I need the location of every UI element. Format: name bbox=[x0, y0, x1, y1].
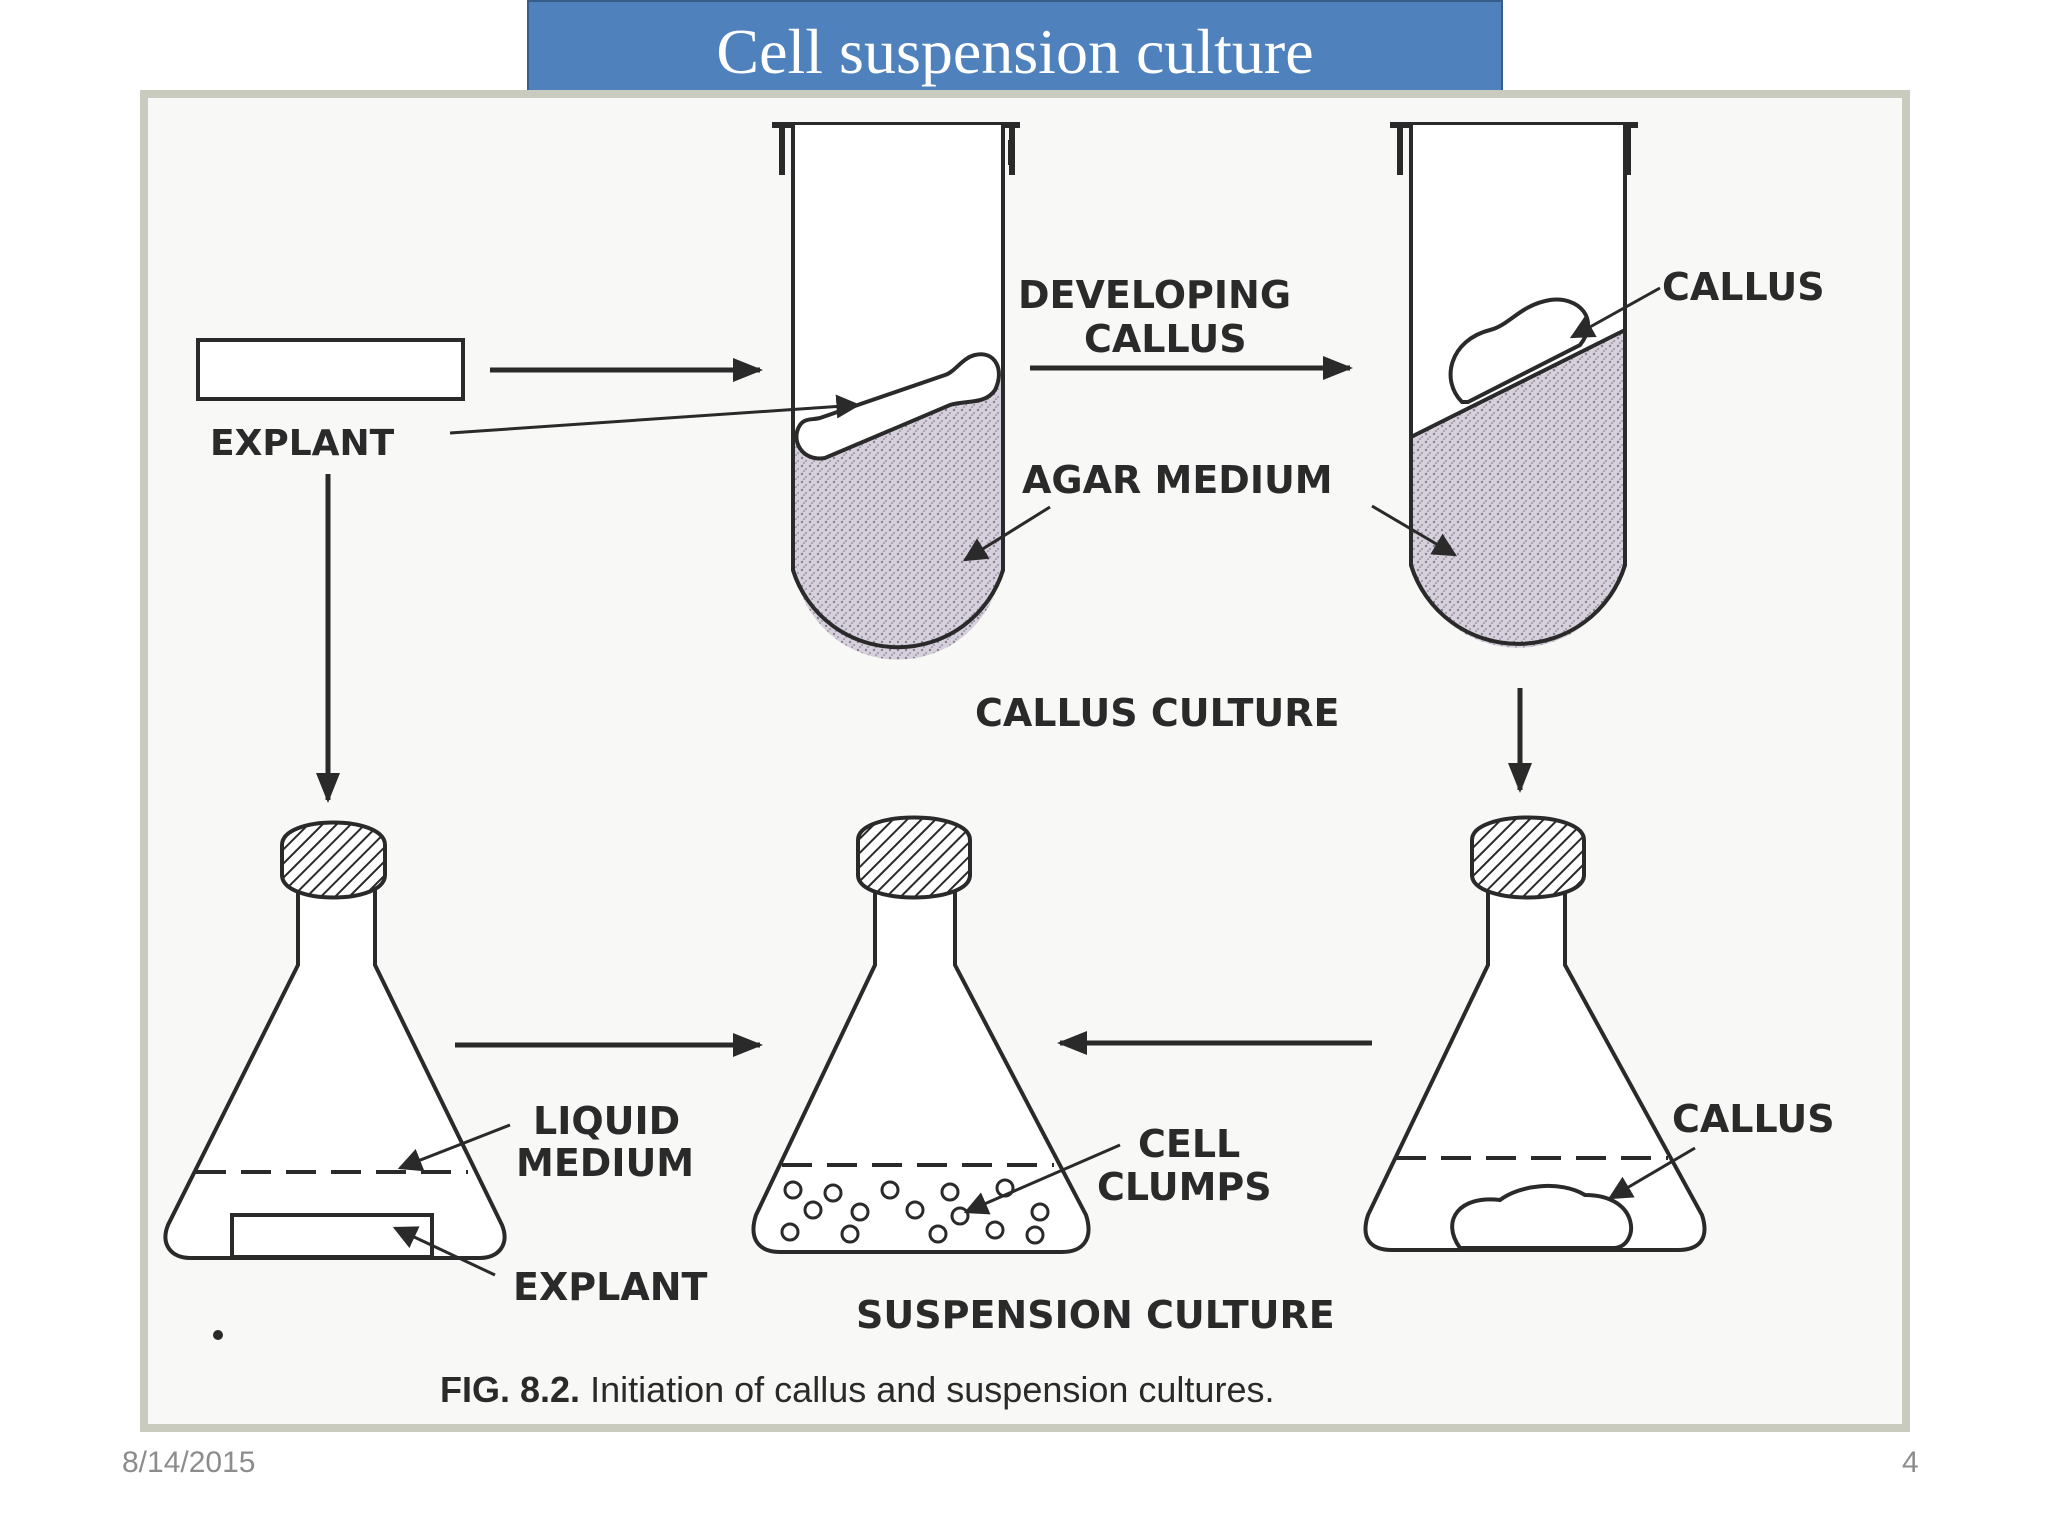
pointer-liquid-medium bbox=[397, 1123, 511, 1172]
pointer-explant-bottom bbox=[392, 1226, 496, 1277]
label-liquid: LIQUID bbox=[533, 1099, 680, 1143]
pointer-agar-2 bbox=[1371, 504, 1458, 557]
speck bbox=[213, 1330, 223, 1340]
label-callus-culture: CALLUS CULTURE bbox=[975, 691, 1340, 735]
pointer-agar-1 bbox=[962, 505, 1051, 562]
label-agar-medium: AGAR MEDIUM bbox=[1022, 458, 1333, 502]
slide-date: 8/14/2015 bbox=[122, 1446, 256, 1479]
flask-3 bbox=[1363, 815, 1707, 1252]
label-callus-top: CALLUS bbox=[1662, 265, 1825, 309]
label-cell: CELL bbox=[1138, 1122, 1240, 1166]
label-cell-clumps: CLUMPS bbox=[1097, 1165, 1272, 1209]
slide-title: Cell suspension culture bbox=[716, 16, 1314, 87]
developing-callus bbox=[794, 352, 1001, 461]
figure-caption: FIG. 8.2. Initiation of callus and suspe… bbox=[440, 1369, 1274, 1410]
pointer-callus-bottom bbox=[1607, 1146, 1696, 1200]
label-explant-bottom: EXPLANT bbox=[513, 1265, 708, 1309]
caption-text: Initiation of callus and suspension cult… bbox=[590, 1369, 1274, 1410]
caption-fig-number: FIG. 8.2. bbox=[440, 1369, 580, 1410]
label-explant-top: EXPLANT bbox=[210, 423, 395, 464]
pointer-cell-clumps bbox=[963, 1143, 1121, 1215]
label-liquid-medium: MEDIUM bbox=[516, 1141, 694, 1185]
flask-2 bbox=[751, 815, 1091, 1254]
title-banner: Cell suspension culture bbox=[527, 0, 1503, 104]
label-developing-callus: CALLUS bbox=[1084, 317, 1247, 361]
test-tube-2 bbox=[1390, 122, 1638, 648]
pointer-callus-top bbox=[1569, 286, 1661, 339]
pointer-explant-top bbox=[449, 394, 861, 435]
label-developing: DEVELOPING bbox=[1018, 273, 1291, 317]
explant-piece bbox=[196, 338, 465, 401]
label-callus-bottom: CALLUS bbox=[1672, 1097, 1835, 1141]
label-suspension-culture: SUSPENSION CULTURE bbox=[856, 1293, 1335, 1337]
slide-page-number: 4 bbox=[1902, 1446, 1919, 1479]
flask-1 bbox=[163, 820, 507, 1260]
